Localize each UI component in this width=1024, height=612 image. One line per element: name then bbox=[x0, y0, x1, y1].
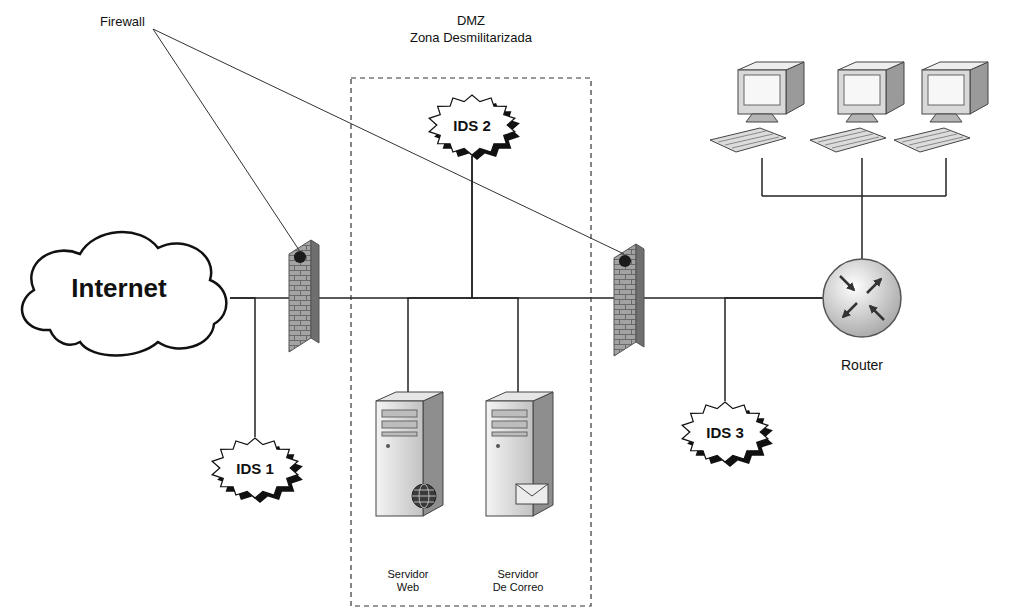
network-link bbox=[230, 298, 255, 437]
node-label: IDS 1 bbox=[236, 460, 274, 477]
internet-cloud: Internet bbox=[8, 218, 230, 358]
callout-label: Firewall bbox=[100, 14, 145, 29]
workstation bbox=[894, 62, 988, 152]
lan-drop bbox=[861, 158, 863, 259]
ids-sensor: IDS 2 bbox=[427, 94, 517, 156]
cloud-outline bbox=[22, 232, 226, 355]
server-tower bbox=[486, 392, 553, 516]
dmz-zone: IDS 2 Servidor Web Servidor De Correo DMZZo… bbox=[350, 12, 592, 607]
router-symbol bbox=[823, 259, 901, 337]
dmz-border bbox=[351, 78, 591, 606]
network-link bbox=[408, 156, 472, 392]
burst-outline bbox=[429, 95, 515, 155]
lan-drop bbox=[945, 158, 947, 196]
burst-outline bbox=[682, 402, 768, 462]
leader-lines bbox=[153, 29, 624, 254]
firewall-wall bbox=[614, 244, 644, 356]
node-label: IDS 3 bbox=[706, 424, 744, 441]
node-label: DMZ bbox=[350, 12, 592, 29]
node-label: IDS 2 bbox=[453, 117, 491, 134]
web-server: Servidor Web bbox=[368, 392, 448, 594]
node-label: Zona Desmilitarizada bbox=[350, 29, 592, 46]
workstation bbox=[810, 62, 904, 152]
lan-bus bbox=[762, 195, 946, 197]
server-emblem bbox=[412, 484, 436, 508]
lan-drop bbox=[761, 158, 763, 196]
workstation bbox=[710, 62, 804, 152]
ids-sensor: IDS 3 bbox=[680, 401, 770, 463]
router-icon bbox=[822, 257, 902, 339]
burst-outline bbox=[212, 438, 298, 498]
server-tower bbox=[376, 392, 443, 516]
node-label: Router bbox=[822, 357, 902, 373]
server-icon bbox=[478, 392, 558, 522]
ids-sensor: IDS 1 bbox=[210, 437, 300, 499]
leader-line bbox=[153, 29, 624, 254]
network-link bbox=[725, 298, 822, 401]
node-label: Internet bbox=[71, 273, 166, 304]
node-label: Servidor Web bbox=[381, 568, 435, 594]
leader-line bbox=[153, 29, 299, 250]
firewall-wall bbox=[289, 240, 319, 352]
node-label: Servidor De Correo bbox=[491, 568, 545, 594]
server-icon bbox=[368, 392, 448, 522]
router-node: Router bbox=[822, 257, 902, 373]
mail-server: Servidor De Correo bbox=[478, 392, 558, 594]
server-emblem bbox=[516, 484, 548, 504]
network-link bbox=[472, 156, 518, 392]
